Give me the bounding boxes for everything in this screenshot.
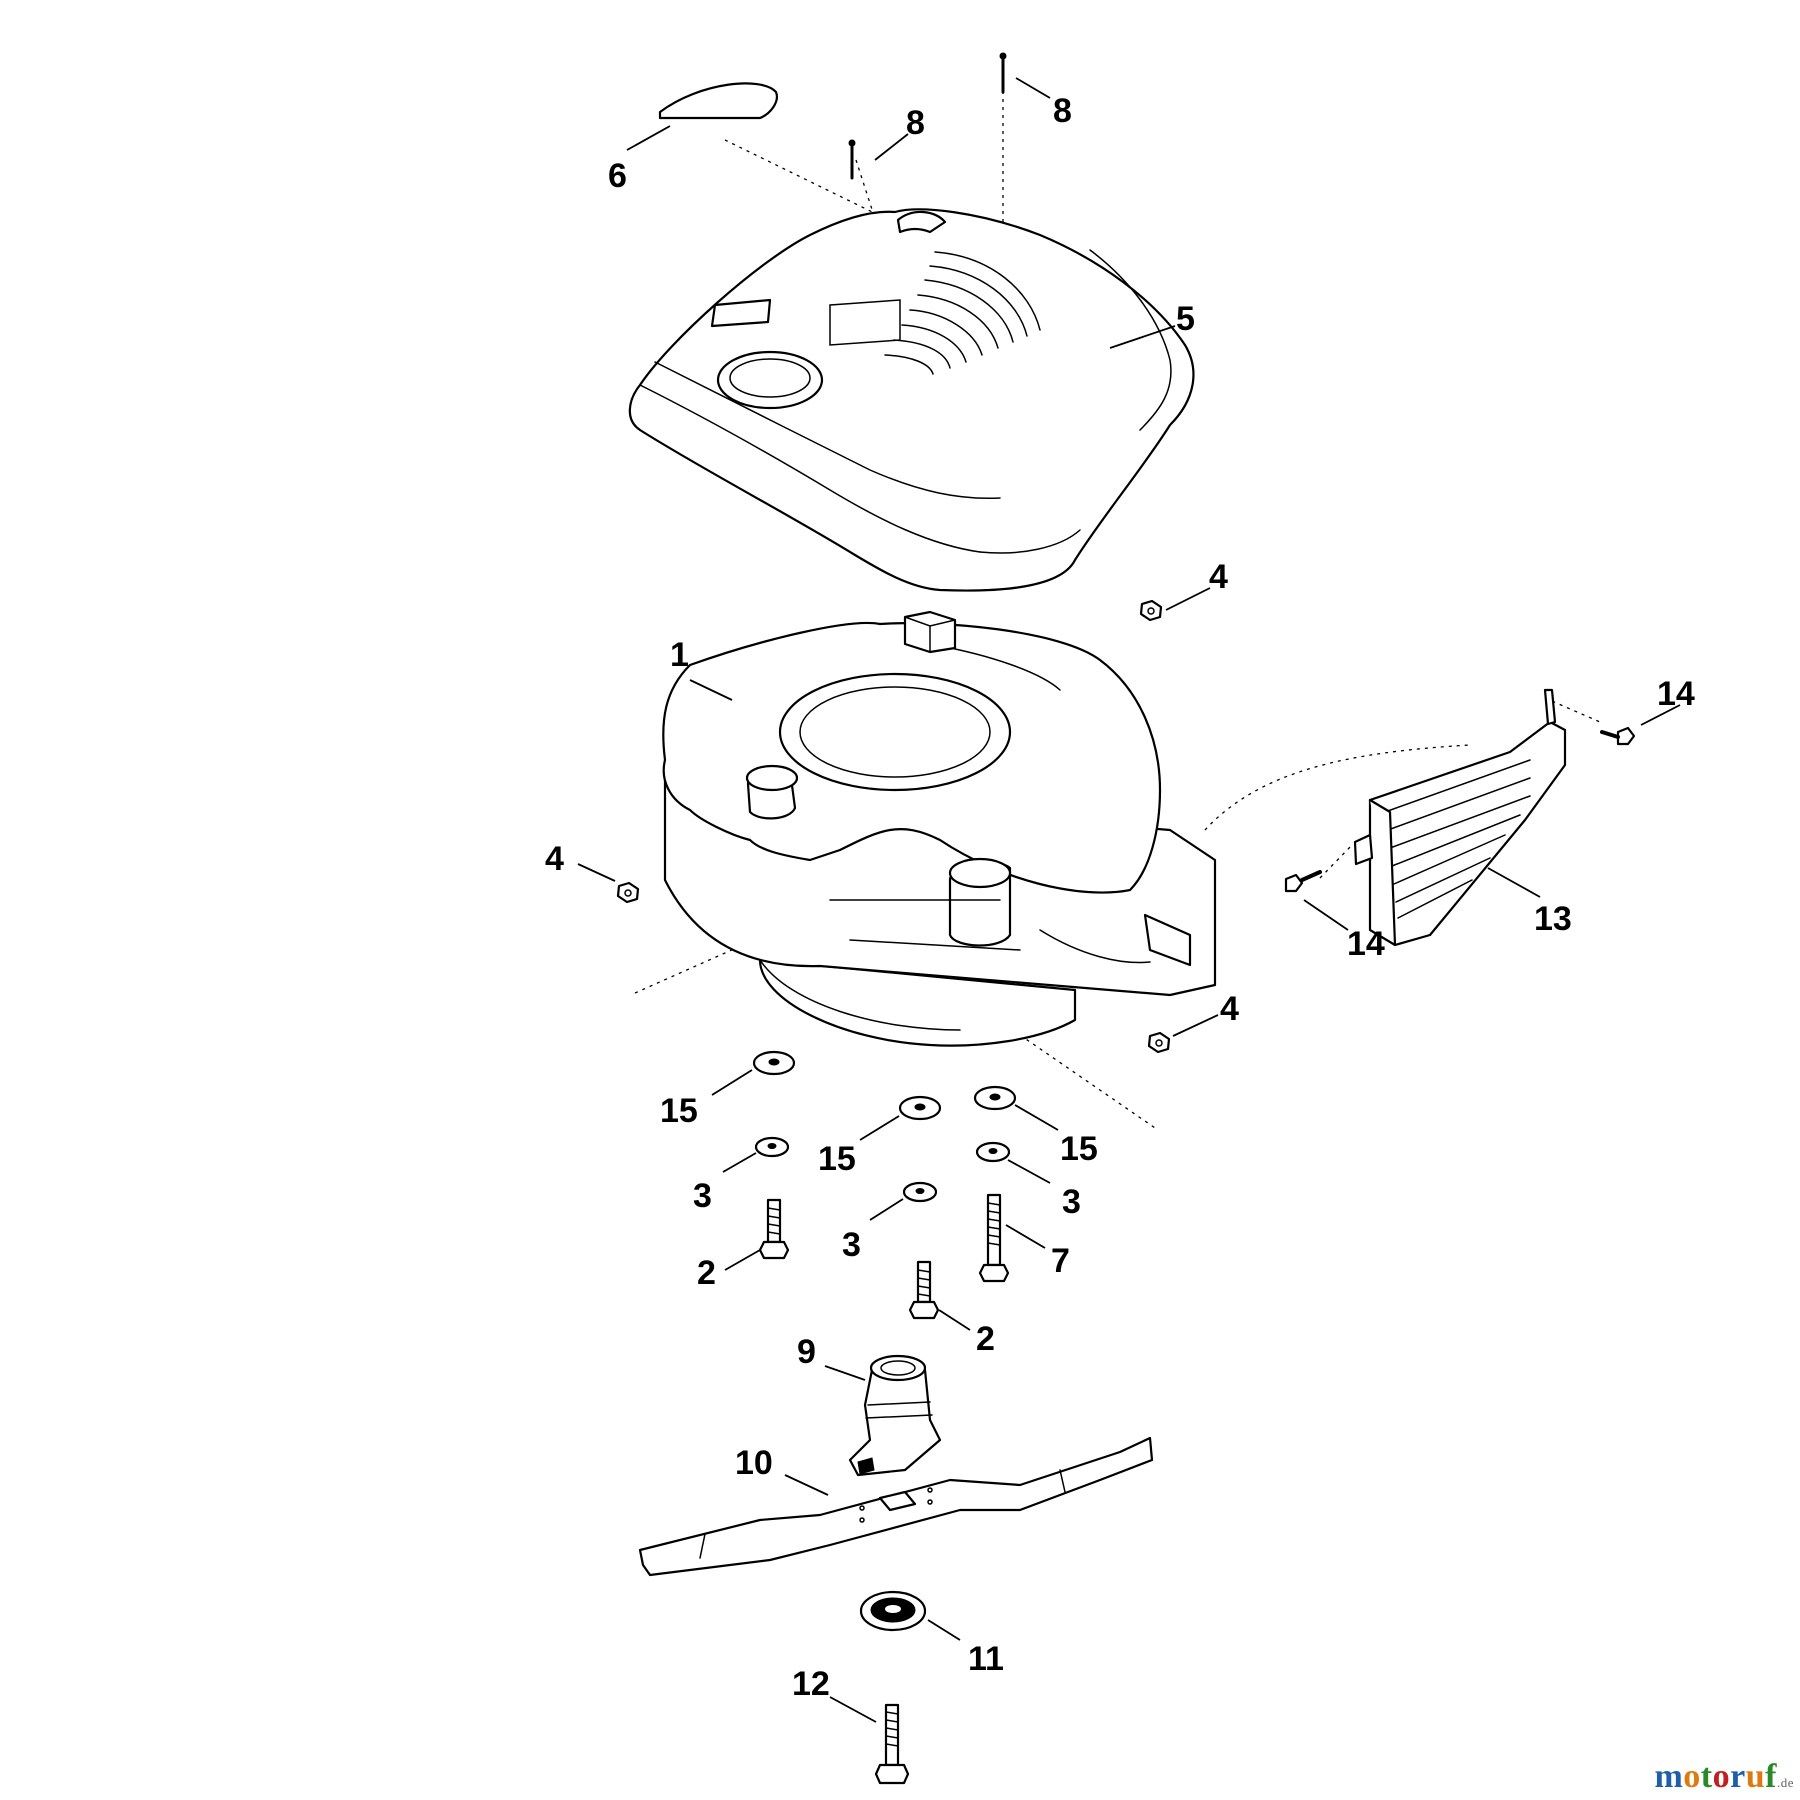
watermark-letter: u <box>1745 1758 1766 1795</box>
watermark-logo: motoruf.de <box>1654 1758 1794 1796</box>
watermark-suffix: .de <box>1776 1775 1794 1790</box>
part-engine-cover <box>628 208 1195 592</box>
bolt-long <box>978 1193 1010 1283</box>
callout-4-lower: 4 <box>1220 990 1239 1028</box>
leader-lines <box>577 77 1681 1723</box>
callout-11: 11 <box>968 1640 1004 1678</box>
callout-2-center: 2 <box>976 1320 995 1358</box>
callout-15-center: 15 <box>818 1140 856 1178</box>
callout-14-lower: 14 <box>1347 925 1385 963</box>
callout-3-center: 3 <box>842 1226 861 1264</box>
callout-15-left: 15 <box>660 1092 698 1130</box>
callout-3-left: 3 <box>693 1177 712 1215</box>
callout-10: 10 <box>735 1444 773 1482</box>
spacer-1 <box>752 1050 796 1076</box>
callout-5: 5 <box>1176 300 1195 338</box>
callout-4-upper: 4 <box>1209 558 1228 596</box>
callout-3-right: 3 <box>1062 1183 1081 1221</box>
part-blade-washer <box>859 1590 927 1632</box>
nut-upper-right <box>1139 599 1163 622</box>
bolt-muffler-lower <box>1284 870 1322 893</box>
callout-labels: 6 8 8 5 4 1 4 4 14 14 13 15 15 15 3 3 3 … <box>545 92 1695 1703</box>
bolt-short-left <box>758 1198 790 1260</box>
spacer-2 <box>898 1095 942 1121</box>
nut-lower-right <box>1147 1031 1171 1054</box>
part-engine <box>662 610 1217 1047</box>
bolt-short-center <box>908 1260 940 1320</box>
bolt-muffler-upper <box>1600 726 1636 746</box>
washer-2 <box>975 1141 1011 1163</box>
nut-left <box>616 881 640 904</box>
callout-4-left: 4 <box>545 840 564 878</box>
screw-top-right <box>999 52 1007 94</box>
callout-12: 12 <box>792 1665 830 1703</box>
part-blade-adapter <box>848 1354 942 1477</box>
part-blade-bolt <box>874 1703 910 1785</box>
washer-3 <box>902 1181 938 1203</box>
watermark-letter: f <box>1765 1758 1777 1795</box>
watermark-letter: t <box>1700 1758 1713 1795</box>
callout-8-right: 8 <box>1053 92 1072 130</box>
callout-7: 7 <box>1051 1242 1070 1280</box>
washer-1 <box>754 1136 790 1158</box>
callout-1: 1 <box>670 636 689 674</box>
callout-9: 9 <box>797 1333 816 1371</box>
screw-top-left <box>848 139 856 180</box>
part-blade <box>638 1436 1154 1577</box>
callout-15-right: 15 <box>1060 1130 1098 1168</box>
callout-14-upper: 14 <box>1657 675 1695 713</box>
watermark-letter: r <box>1730 1758 1746 1795</box>
cover-vent-grille <box>884 251 1041 375</box>
callout-13: 13 <box>1534 900 1572 938</box>
watermark-letter: m <box>1654 1758 1684 1795</box>
spacer-3 <box>973 1085 1017 1111</box>
part-muffler <box>1353 688 1567 947</box>
callout-2-left: 2 <box>697 1254 716 1292</box>
watermark-letter: o <box>1683 1758 1701 1795</box>
callout-6: 6 <box>608 157 627 195</box>
part-cap <box>658 82 778 120</box>
watermark-letter: o <box>1712 1758 1731 1795</box>
callout-8-left: 8 <box>906 104 925 142</box>
